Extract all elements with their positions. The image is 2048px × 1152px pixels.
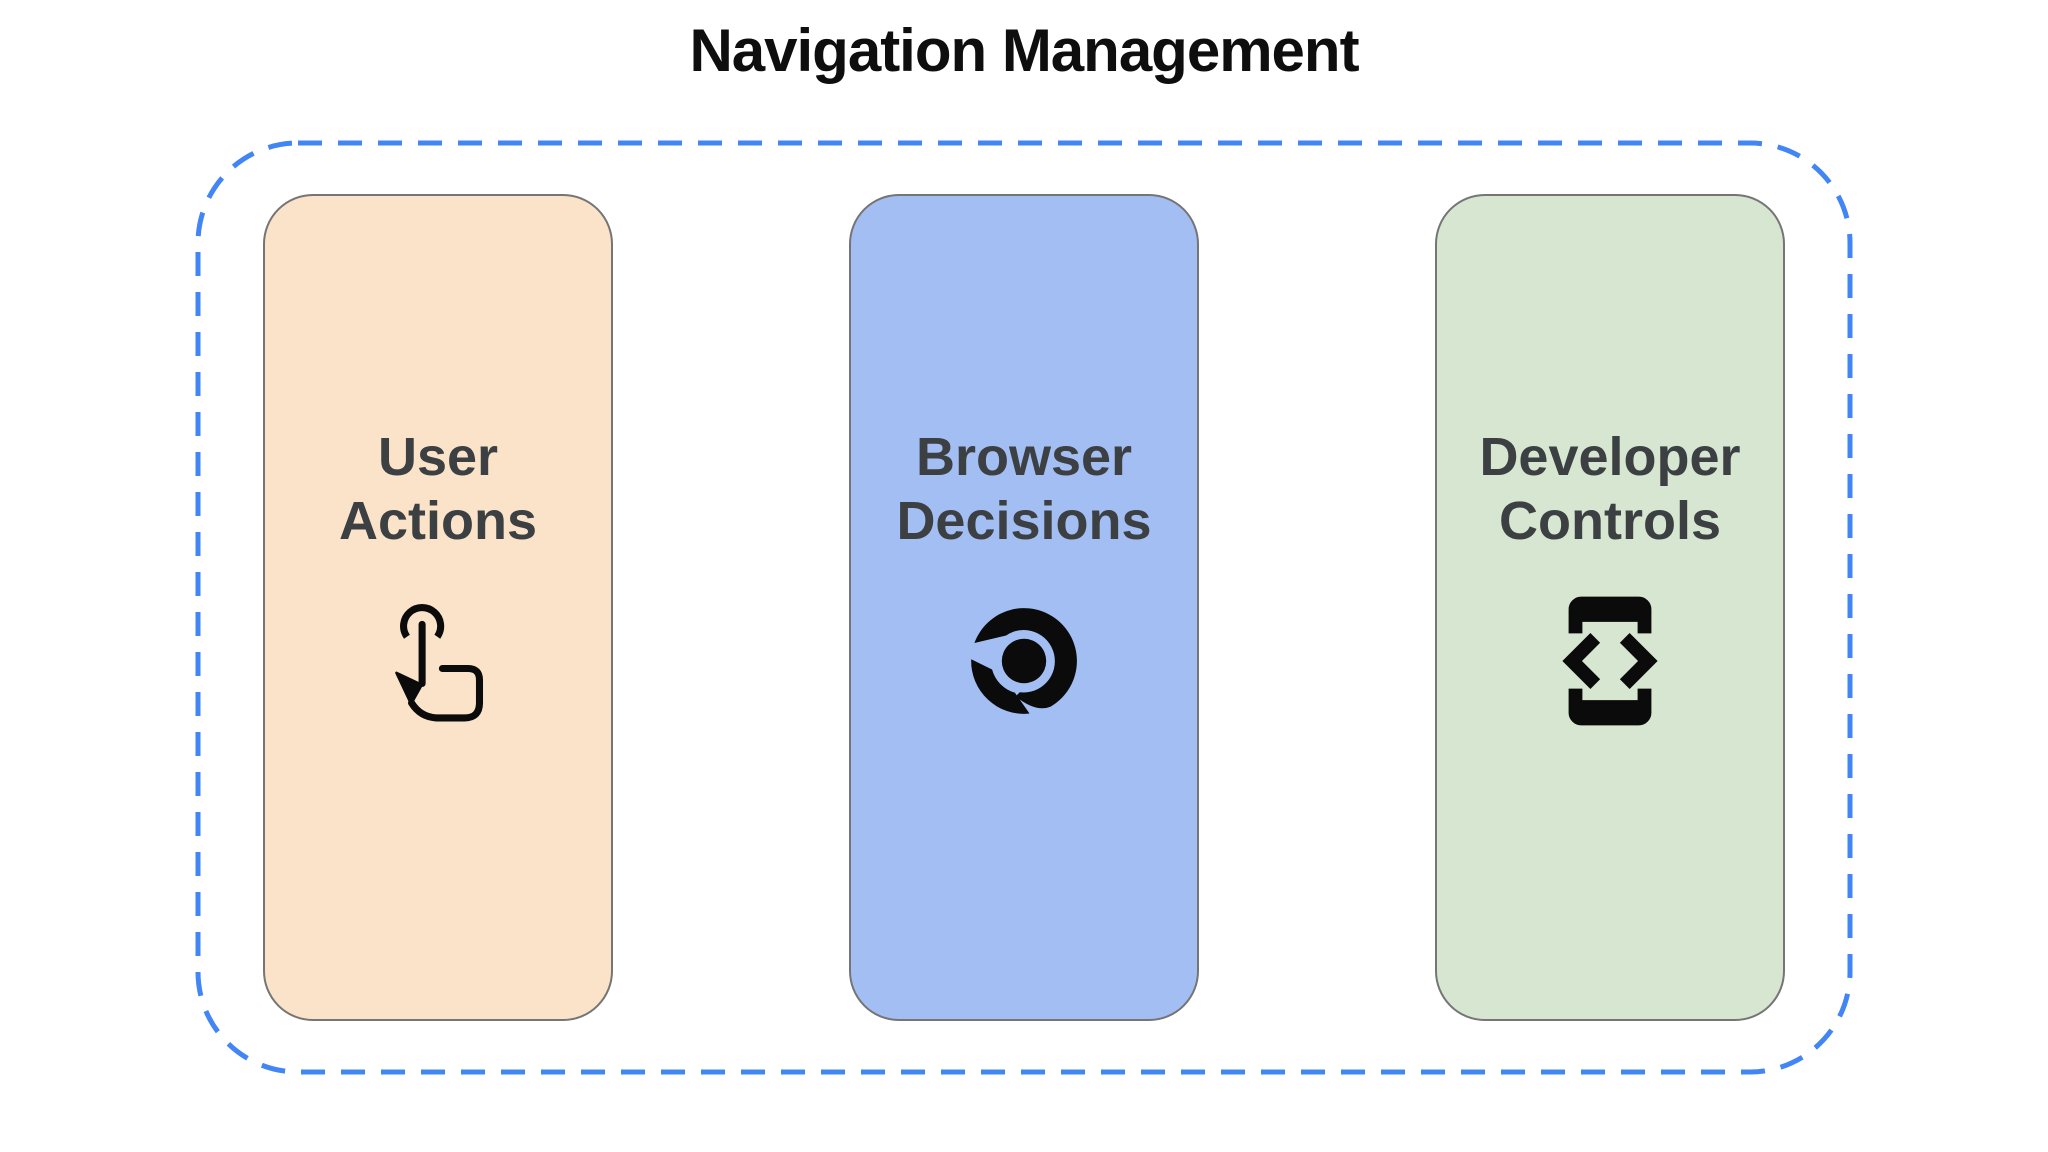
chrome-browser-icon <box>971 608 1077 715</box>
card-browser-decisions: Browser Decisions <box>849 194 1199 1021</box>
dashed-boundary-rect <box>195 140 1853 1075</box>
card-developer-controls: Developer Controls <box>1435 194 1785 1021</box>
card-label: User Actions <box>338 426 538 551</box>
card-user-actions: User Actions <box>263 194 613 1021</box>
card-label: Developer Controls <box>1479 426 1741 551</box>
tap-gesture-icon <box>395 604 484 722</box>
card-label: Browser Decisions <box>896 426 1152 551</box>
developer-mode-icon <box>1562 596 1658 726</box>
diagram-title: Navigation Management <box>689 17 1359 84</box>
cards-row: User Actions Browser Decisions <box>196 141 1852 1074</box>
